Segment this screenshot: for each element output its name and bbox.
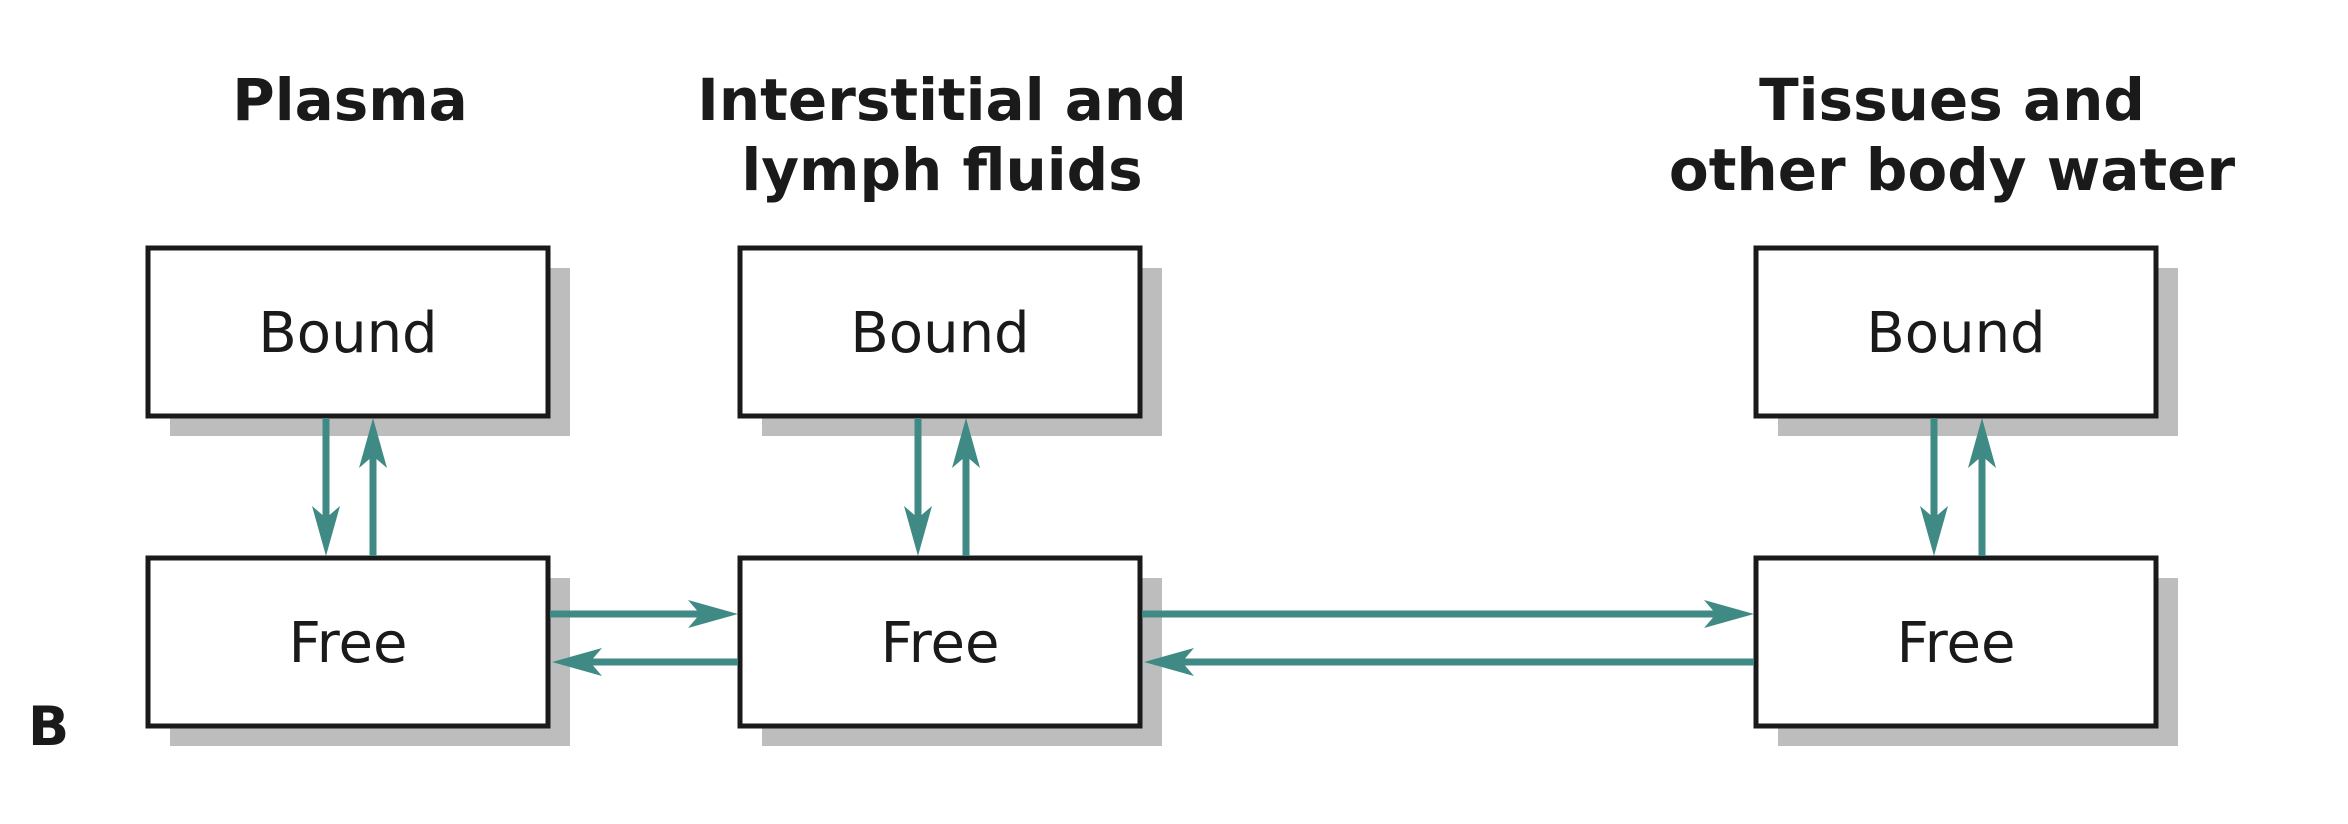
interstitial-bound-box xyxy=(737,245,1143,419)
plasma-free-box xyxy=(145,555,551,729)
interstitial-to-plasma-arrow-head xyxy=(552,648,602,676)
interstitial-to-tissues-arrow-head xyxy=(1704,600,1754,628)
interstitial-free-label: Free xyxy=(881,611,1000,676)
plasma-to-interstitial-arrow-head xyxy=(688,600,738,628)
panel-label: B xyxy=(28,695,69,758)
plasma-free-label: Free xyxy=(289,611,408,676)
interstitial-bound-label: Bound xyxy=(850,301,1029,366)
interstitial-free-to-bound-arrow-head xyxy=(952,418,980,468)
plasma-bound-to-free-arrow-head xyxy=(312,506,340,556)
heading-interstitial-line1: Interstitial and xyxy=(697,66,1186,134)
heading-plasma: Plasma xyxy=(232,66,468,134)
interstitial-bound-to-free-arrow-head xyxy=(904,506,932,556)
tissues-bound-box xyxy=(1753,245,2159,419)
interstitial-free-box xyxy=(737,555,1143,729)
heading-tissues-line1: Tissues and xyxy=(1759,66,2145,134)
plasma-free-to-bound-arrow-head xyxy=(359,418,387,468)
tissues-bound-to-free-arrow-head xyxy=(1920,506,1948,556)
tissues-free-label: Free xyxy=(1897,611,2016,676)
tissues-to-interstitial-arrow-head xyxy=(1144,648,1194,676)
tissues-free-to-bound-arrow-head xyxy=(1968,418,1996,468)
heading-tissues-line2: other body water xyxy=(1669,136,2236,204)
heading-interstitial-line2: lymph fluids xyxy=(741,136,1142,204)
tissues-bound-label: Bound xyxy=(1866,301,2045,366)
plasma-bound-label: Bound xyxy=(258,301,437,366)
plasma-bound-box xyxy=(145,245,551,419)
tissues-free-box xyxy=(1753,555,2159,729)
